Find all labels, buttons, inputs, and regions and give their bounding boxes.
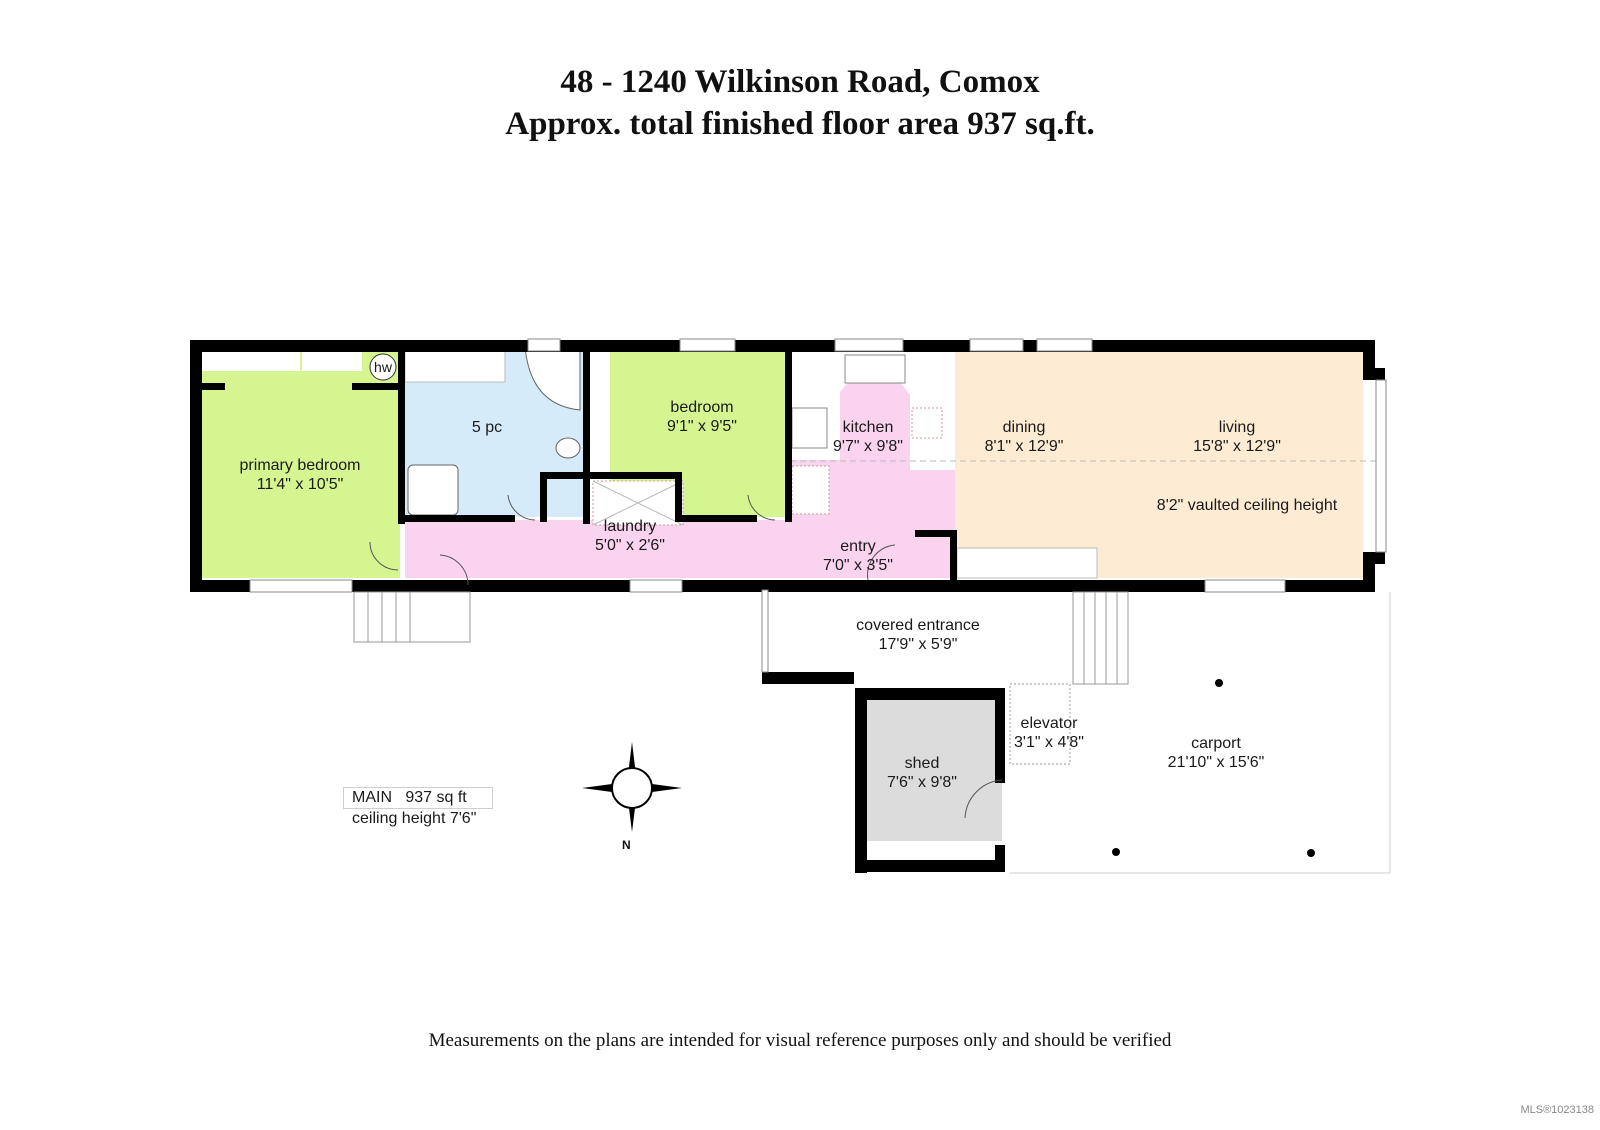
counter	[956, 547, 1098, 579]
primary-bedroom-label: primary bedroom 11'4" x 10'5"	[240, 456, 361, 494]
room-size: 15'8" x 12'9"	[1193, 438, 1281, 455]
floor-area-title: Approx. total finished floor area 937 sq…	[505, 106, 1095, 142]
laundry-label: laundry 5'0" x 2'6"	[595, 517, 665, 555]
compass-rose-icon	[582, 742, 682, 832]
elevator-label: elevator 3'1" x 4'8"	[1014, 714, 1084, 752]
room-size: 17'9" x 5'9"	[878, 636, 958, 653]
room-size: 5'0" x 2'6"	[595, 537, 665, 554]
shed-label: shed 7'6" x 9'8"	[887, 754, 957, 792]
hot-water-tank	[369, 353, 397, 381]
room-name: laundry	[603, 518, 657, 535]
shed-area	[865, 693, 1002, 841]
room-size: 9'1" x 9'5"	[667, 418, 737, 435]
room-name: bedroom	[670, 399, 734, 416]
laundry-closet	[588, 344, 608, 469]
kitchen-label: kitchen 9'7" x 9'8"	[833, 418, 903, 456]
room-name: shed	[904, 755, 940, 772]
room-size: 3'1" x 4'8"	[1014, 734, 1084, 751]
room-name: living	[1218, 419, 1256, 436]
room-size: 11'4" x 10'5"	[256, 476, 344, 493]
bathroom-label: 5 pc	[471, 419, 503, 436]
hallway-area	[405, 520, 955, 578]
room-name: carport	[1191, 735, 1241, 752]
ceiling-height: ceiling height 7'6"	[352, 810, 477, 827]
covered-entrance-label: covered entrance 17'9" x 5'9"	[856, 616, 980, 654]
kitchen-area	[790, 382, 955, 530]
living-label: living 15'8" x 12'9"	[1193, 418, 1281, 456]
room-name: primary bedroom	[239, 457, 361, 474]
room-size: 21'10" x 15'6"	[1167, 754, 1265, 771]
room-name: elevator	[1020, 715, 1078, 732]
room-size: 8'1" x 12'9"	[984, 438, 1064, 455]
floor-legend: MAIN 937 sq ft ceiling height 7'6"	[343, 787, 493, 829]
mls-number: MLS®1023138	[1520, 1104, 1594, 1116]
disclaimer: Measurements on the plans are intended f…	[428, 1030, 1172, 1051]
level-area: MAIN 937 sq ft	[343, 787, 493, 809]
room-name: entry	[840, 538, 876, 555]
room-size: 7'6" x 9'8"	[887, 774, 957, 791]
room-name: kitchen	[842, 419, 894, 436]
north-label: N	[622, 838, 631, 852]
carport-label: carport 21'10" x 15'6"	[1168, 734, 1265, 772]
property-address: 48 - 1240 Wilkinson Road, Comox	[560, 64, 1040, 100]
room-size: 9'7" x 9'8"	[833, 438, 903, 455]
bedroom-label: bedroom 9'1" x 9'5"	[667, 398, 737, 436]
room-name: dining	[1002, 419, 1046, 436]
hot-water-label: hw	[374, 359, 392, 375]
room-size: 7'0" x 3'5"	[823, 557, 893, 574]
vaulted-ceiling-note: 8'2" vaulted ceiling height	[1156, 497, 1338, 514]
entry-label: entry 7'0" x 3'5"	[823, 537, 893, 575]
room-name: covered entrance	[856, 617, 980, 634]
dining-label: dining 8'1" x 12'9"	[985, 418, 1064, 456]
